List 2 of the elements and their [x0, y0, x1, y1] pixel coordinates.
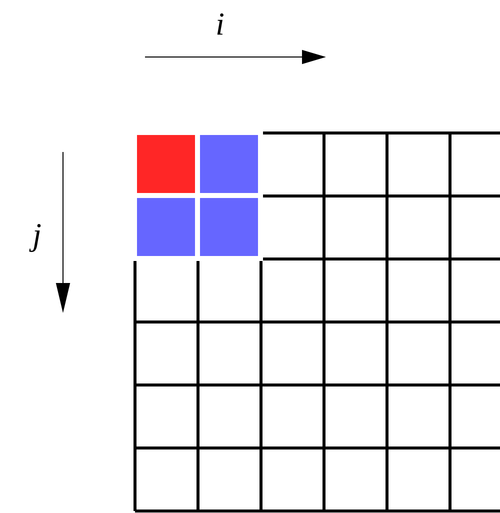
axis-label: j [29, 224, 41, 252]
axis-label: i [217, 13, 224, 35]
